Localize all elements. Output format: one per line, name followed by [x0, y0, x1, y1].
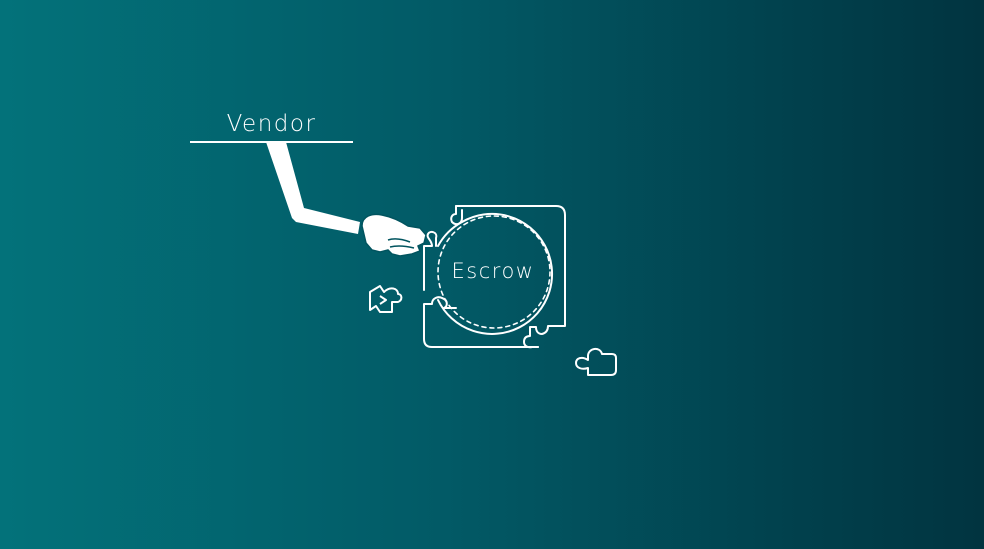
puzzle-piece-icon [575, 348, 617, 376]
escrow-label: Escrow [451, 259, 535, 283]
puzzle-piece-icon [369, 285, 403, 313]
hand-icon [361, 213, 427, 257]
puzzle-box-icon [423, 205, 566, 349]
arm-icon [266, 142, 360, 234]
vendor-label: Vendor [226, 111, 317, 137]
